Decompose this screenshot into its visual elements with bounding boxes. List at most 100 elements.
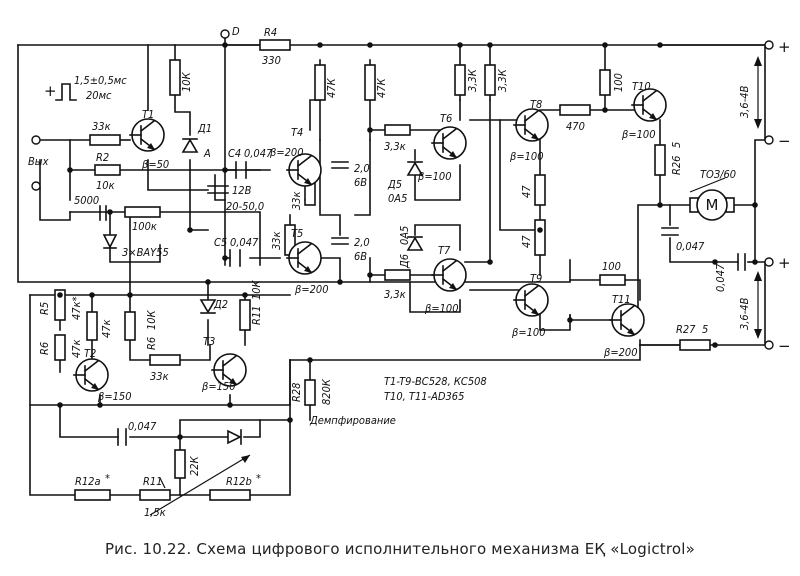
r27-name: R27 bbox=[676, 323, 696, 336]
capacitors bbox=[99, 161, 746, 446]
resistor-t6-base bbox=[384, 124, 411, 136]
bay55-label: 3×ВАҮ55 bbox=[122, 246, 169, 259]
node-d-label: D bbox=[232, 25, 240, 38]
d5-name: Д5 bbox=[387, 178, 402, 191]
transistor-t2-label: T2 bbox=[84, 347, 96, 360]
transistor-t1: T1β=50 bbox=[129, 108, 169, 171]
r-t1c-value: 10К bbox=[180, 71, 193, 92]
transistors: T1β=50T2β=150T3β=150T4β=200T5β=200T6β=10… bbox=[73, 80, 667, 403]
r12b-name: R12b bbox=[226, 475, 252, 488]
d5-value: 0А5 bbox=[388, 192, 407, 205]
r100k-value: 100к bbox=[132, 220, 157, 233]
resistor-47-a bbox=[534, 174, 546, 206]
resistor-t5-47k bbox=[364, 64, 376, 101]
resistor-t6-3k3 bbox=[454, 64, 466, 96]
resistor-47k-mid bbox=[86, 311, 98, 341]
r26-name: R26 bbox=[670, 156, 683, 175]
lower-plus-label: + bbox=[778, 254, 791, 272]
transistor-t7: T7β=100 bbox=[425, 244, 467, 315]
c5-name: C5 bbox=[214, 236, 227, 249]
r2-name: R2 bbox=[96, 151, 109, 164]
r-t4c-value: 47К bbox=[325, 77, 338, 98]
transistor-t5: T5β=200 bbox=[286, 227, 329, 296]
terminal-d[interactable] bbox=[220, 29, 230, 39]
resistor-t1-collector bbox=[169, 59, 181, 96]
pulse-period-label: 20мс bbox=[86, 89, 112, 102]
r5-name: R5 bbox=[38, 302, 51, 315]
terminal-upper-plus[interactable] bbox=[764, 40, 774, 50]
r-t6c-value: 3,3К bbox=[466, 68, 479, 92]
d1-label: Д1 bbox=[197, 122, 212, 135]
transistor-t3-beta: β=150 bbox=[202, 380, 236, 393]
r-t5c-value: 47К bbox=[375, 77, 388, 98]
lower-minus-label: − bbox=[778, 337, 791, 355]
terminal-input-1[interactable] bbox=[31, 135, 41, 145]
transistor-t2: T2 β=150 bbox=[73, 347, 132, 403]
r12b-value: * bbox=[256, 472, 261, 485]
lower-voltage-label: 3,6-4В bbox=[738, 297, 751, 330]
resistor-r6-10k bbox=[124, 311, 136, 341]
r-t6b-value: 3,3к bbox=[384, 140, 406, 153]
upper-plus-label: + bbox=[778, 38, 791, 56]
terminal-lower-minus[interactable] bbox=[764, 340, 774, 350]
r12a-name: R12a bbox=[75, 475, 101, 488]
resistor-r5 bbox=[54, 289, 66, 321]
output-label: Вых bbox=[28, 155, 49, 168]
transistor-t11-beta: β=200 bbox=[604, 346, 638, 359]
r22k-value: 22К bbox=[188, 455, 201, 476]
c-2u-b-voltage: 6В bbox=[354, 250, 367, 263]
diode-bay55 bbox=[102, 234, 118, 249]
pulse-waveform-icon bbox=[55, 83, 77, 101]
transistor-t8-label: T8 bbox=[530, 98, 542, 111]
r100-t11-value: 100 bbox=[602, 260, 621, 273]
r6-left-name: R6 bbox=[38, 342, 51, 355]
resistor-t6b-3k3 bbox=[484, 64, 496, 96]
c-motor-value: 0,047 bbox=[676, 240, 705, 253]
transistor-t3: T3 β=150 bbox=[202, 335, 247, 393]
transistor-t3-label: T3 bbox=[203, 335, 215, 348]
transistor-t9-label: T9 bbox=[530, 272, 542, 285]
resistor-r2 bbox=[94, 164, 121, 176]
c-2u-a-value: 2,0 bbox=[354, 162, 370, 175]
transistor-t8-beta: β=100 bbox=[510, 150, 544, 163]
transistor-t1-label: T1 bbox=[142, 108, 154, 121]
junctions bbox=[57, 42, 758, 440]
transistor-t2-beta: β=150 bbox=[98, 390, 132, 403]
resistor-r6-left bbox=[54, 334, 66, 361]
d6-name: Д6 bbox=[398, 254, 411, 269]
resistor-47-b bbox=[534, 219, 546, 256]
r6-10k-value: 10К bbox=[145, 309, 158, 330]
resistor-33k-bottom bbox=[149, 354, 181, 366]
resistor-r28 bbox=[304, 379, 316, 406]
transistor-t9-beta: β=100 bbox=[512, 326, 546, 339]
c-elec-value: 20-50,0 bbox=[226, 200, 264, 213]
pulse-plus-sign: + bbox=[44, 82, 57, 100]
diode-d6 bbox=[406, 236, 424, 251]
resistor-r11-pot bbox=[139, 489, 171, 501]
terminal-input-2[interactable] bbox=[31, 181, 41, 191]
motor-label: ТОЗ/60 bbox=[700, 168, 736, 181]
resistor-r12a bbox=[74, 489, 111, 501]
resistor-input-33k bbox=[89, 134, 121, 146]
d2-label: Д2 bbox=[213, 298, 228, 311]
r4-name: R4 bbox=[264, 26, 277, 39]
damping-label: Демпфирование bbox=[309, 414, 396, 427]
r100-top-value: 100 bbox=[612, 73, 625, 92]
terminal-lower-plus[interactable] bbox=[764, 257, 774, 267]
transistor-note-2: T10, T11-AD365 bbox=[384, 390, 464, 403]
terminals bbox=[31, 29, 774, 350]
c-bottom-value: 0,047 bbox=[128, 420, 157, 433]
resistor-470 bbox=[559, 104, 591, 116]
resistor-r26 bbox=[654, 144, 666, 176]
terminal-upper-minus[interactable] bbox=[764, 135, 774, 145]
r4-value: 330 bbox=[262, 54, 281, 67]
transistor-t5-beta: β=200 bbox=[295, 283, 329, 296]
c-elec-voltage: 12В bbox=[232, 184, 252, 197]
c4-value: 0,047 bbox=[244, 147, 273, 160]
transistor-t8: T8 β=100 bbox=[510, 98, 549, 163]
r6-left-value: 47к bbox=[70, 339, 83, 358]
r-t5e-value: 33к bbox=[270, 231, 283, 250]
r2-value: 10к bbox=[96, 179, 115, 192]
